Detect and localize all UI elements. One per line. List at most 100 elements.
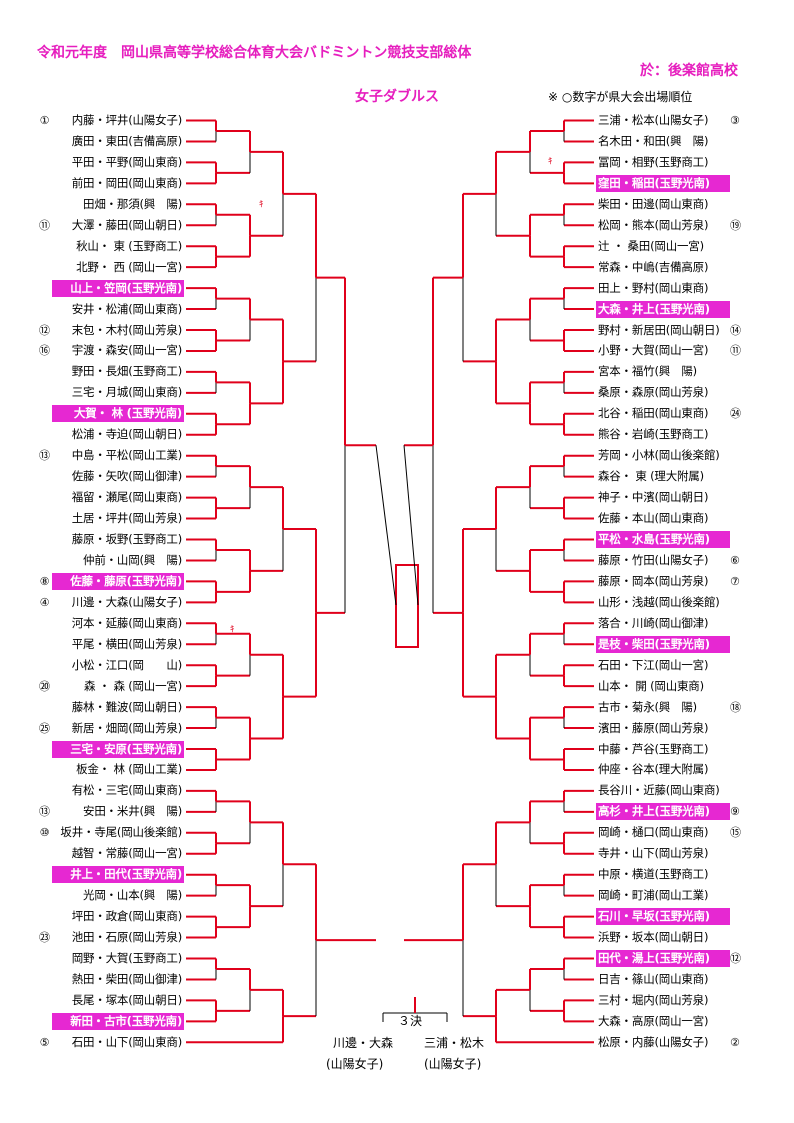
right-seed-23: ⑦: [730, 574, 740, 588]
left-seed-28: ⑳: [39, 679, 50, 693]
left-entry-3: 平田・平野(岡山東商): [71, 154, 182, 169]
right-seed-41: ⑫: [730, 952, 741, 965]
page-title: 令和元年度 岡山県高等学校総合体育大会バドミントン競技支部総体: [37, 45, 472, 61]
left-seed-11: ⑫: [39, 323, 50, 337]
left-seed-45: ⑤: [39, 1035, 50, 1049]
right-entry-33: 長谷川・近藤(岡山東商): [598, 783, 720, 798]
left-seed-17: ⑬: [39, 449, 50, 463]
left-entry-31: 三宅・安原(玉野光南): [52, 740, 184, 758]
left-entry-18: 佐藤・矢吹(岡山御津): [71, 469, 182, 484]
right-entry-27: 石田・下江(岡山一宮): [598, 657, 709, 672]
right-entry-31: 中藤・芦谷(玉野商工): [598, 741, 709, 756]
left-seed-34: ⑬: [39, 805, 50, 819]
left-entry-14: 三宅・月城(岡山東商): [71, 385, 182, 400]
left-entry-32: 板金・ 林 (岡山工業): [76, 762, 182, 777]
third-place-right-school: (山陽女子): [424, 1057, 482, 1071]
right-seed-6: ⑲: [730, 218, 741, 232]
right-entry-36: 寺井・山下(岡山芳泉): [598, 846, 709, 861]
right-seed-15: ㉔: [730, 407, 741, 421]
right-seed-22: ⑥: [730, 553, 740, 567]
right-entry-7: 辻 ・ 桑田(岡山一宮): [598, 238, 704, 253]
right-entry-39: 石川・早坂(玉野光南): [596, 908, 730, 926]
right-entry-5: 柴田・田邊(岡山東商): [598, 196, 709, 211]
final-right-line: [403, 445, 419, 606]
right-entry-34: 高杉・井上(玉野光南): [596, 803, 730, 821]
left-entry-15: 大賀・ 林 (玉野光南): [52, 405, 184, 423]
left-entry-7: 秋山・ 東 (玉野商工): [76, 238, 182, 253]
right-seed-35: ⑮: [730, 826, 741, 840]
seed-note: ※ ○数字が県大会出場順位: [548, 90, 693, 104]
right-entry-26: 是枝・柴田(玉野光南): [596, 635, 730, 653]
left-entry-43: 長尾・塚本(岡山朝日): [71, 992, 182, 1007]
right-entry-42: 日吉・篠山(岡山東商): [598, 971, 709, 986]
left-entry-23: 佐藤・藤原(玉野光南): [52, 572, 184, 590]
right-entry-10: 大森・井上(玉野光南): [596, 300, 730, 318]
left-entry-2: 廣田・東田(吉備高原): [71, 133, 182, 148]
right-seed-12: ⑪: [730, 344, 741, 358]
right-entry-38: 岡崎・町浦(岡山工業): [598, 888, 709, 903]
third-place-label: ３決: [398, 1014, 423, 1028]
right-entry-45: 松原・内藤(山陽女子): [598, 1034, 709, 1049]
right-entry-13: 宮本・福竹(興 陽): [598, 364, 697, 379]
left-entry-28: 森 ・ 森 (岡山一宮): [83, 678, 182, 693]
right-entry-25: 落合・川崎(岡山御津): [598, 615, 709, 630]
right-entry-17: 芳岡・小林(岡山後楽館): [598, 448, 720, 463]
left-entry-19: 福留・瀬尾(岡山東商): [71, 490, 182, 505]
left-seed-30: ㉕: [39, 721, 50, 735]
left-entry-11: 末包・木村(岡山芳泉): [71, 322, 182, 337]
third-place-left-school: (山陽女子): [326, 1057, 384, 1071]
right-entry-16: 熊谷・岩崎(玉野商工): [598, 427, 709, 442]
right-entry-30: 濱田・藤原(岡山芳泉): [598, 720, 709, 735]
right-entry-11: 野村・新居田(岡山朝日): [598, 322, 720, 337]
left-seed-40: ㉓: [39, 931, 50, 945]
left-seed-24: ④: [39, 595, 50, 609]
left-entry-38: 光岡・山本(興 陽): [83, 888, 182, 903]
final-box: [395, 564, 419, 648]
right-entry-14: 桑原・森原(岡山芳泉): [598, 385, 709, 400]
right-entry-40: 浜野・坂本(岡山朝日): [598, 930, 709, 945]
left-entry-37: 井上・田代(玉野光南): [52, 866, 184, 884]
left-entry-16: 松浦・寺迫(岡山朝日): [71, 427, 182, 442]
right-seed-45: ②: [730, 1035, 740, 1049]
right-entry-22: 藤原・竹田(山陽女子): [598, 552, 709, 567]
left-entry-13: 野田・長畑(玉野商工): [71, 364, 182, 379]
right-entry-23: 藤原・岡本(岡山芳泉): [598, 573, 709, 588]
left-entry-39: 坪田・政倉(岡山東商): [71, 909, 182, 924]
left-entry-26: 平尾・横田(岡山芳泉): [71, 636, 182, 651]
right-entry-21: 平松・水島(玉野光南): [596, 531, 730, 548]
right-entry-29: 古市・菊永(興 陽): [598, 699, 697, 714]
left-entry-10: 安井・松浦(岡山東商): [71, 301, 182, 316]
left-entry-30: 新居・畑岡(岡山芳泉): [71, 720, 182, 735]
left-entry-40: 池田・石原(岡山芳泉): [71, 930, 182, 945]
abstain-mark: ｷ: [548, 157, 553, 167]
right-seed-11: ⑭: [730, 323, 741, 337]
left-entry-25: 河本・延藤(岡山東商): [71, 615, 182, 630]
left-entry-41: 岡野・大賀(玉野商工): [71, 951, 182, 965]
right-entry-15: 北谷・稲田(岡山東商): [598, 406, 709, 421]
right-seed-34: ⑨: [730, 805, 740, 819]
right-entry-24: 山形・浅越(岡山後楽館): [598, 594, 720, 609]
right-entry-28: 山本・ 開 (岡山東商): [598, 678, 704, 693]
left-entry-27: 小松・江口(岡 山): [71, 657, 182, 672]
event-title: 女子ダブルス: [355, 89, 439, 105]
right-entry-41: 田代・湯上(玉野光南): [596, 950, 730, 967]
left-entry-36: 越智・常藤(岡山一宮): [71, 846, 182, 861]
left-entry-20: 土居・坪井(岡山芳泉): [71, 511, 182, 526]
right-entry-35: 岡崎・樋口(岡山東商): [598, 825, 709, 840]
left-entry-24: 川邊・大森(山陽女子): [71, 594, 182, 609]
left-entry-45: 石田・山下(岡山東商): [71, 1034, 182, 1049]
right-entry-6: 松岡・熊本(岡山芳泉): [598, 217, 709, 232]
third-place-left-pair: 川邊・大森: [333, 1036, 394, 1050]
right-entry-44: 大森・高原(岡山一宮): [598, 1013, 709, 1028]
right-entry-2: 名木田・和田(興 陽): [598, 133, 709, 148]
right-entry-43: 三村・堀内(岡山芳泉): [598, 992, 709, 1007]
abstain-mark: ｷ: [259, 200, 264, 210]
final-left-line: [375, 445, 397, 606]
left-entry-44: 新田・古市(玉野光南): [52, 1012, 184, 1030]
left-seed-12: ⑯: [39, 344, 50, 358]
right-entry-20: 佐藤・本山(岡山東商): [598, 511, 709, 526]
right-entry-4: 窪田・稲田(玉野光南): [596, 174, 730, 192]
left-entry-6: 大澤・藤田(岡山朝日): [71, 217, 182, 232]
right-entry-18: 森谷・ 東 (理大附属): [598, 469, 704, 484]
right-entry-32: 仲座・谷本(理大附属): [598, 762, 709, 777]
